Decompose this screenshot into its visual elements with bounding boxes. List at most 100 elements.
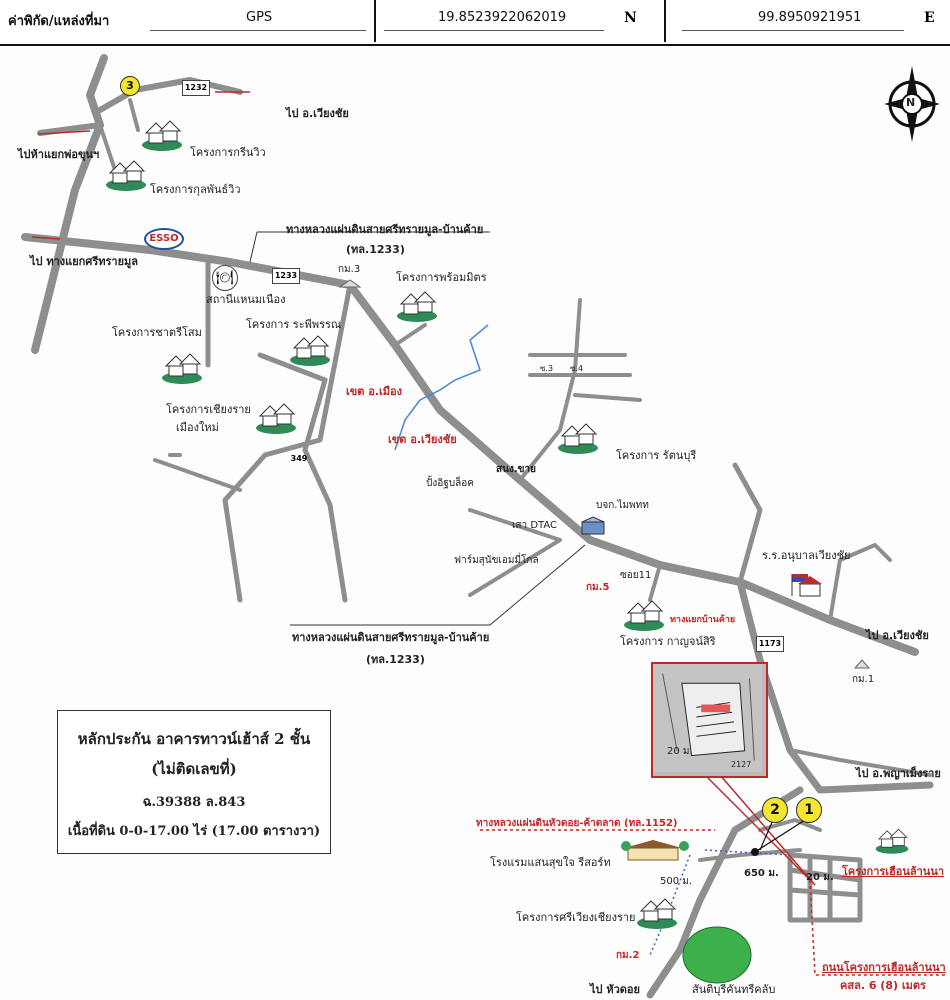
road-kulphan: [98, 123, 117, 172]
arrow-to-si-sai-mun: [31, 236, 61, 240]
esso-logo: ESSO: [144, 228, 184, 250]
road-top-left-vertical: [31, 54, 108, 354]
marker-1: 1: [796, 797, 822, 823]
place-hotel: โรงแรมแสนสุขใจ รีสอร์ท: [490, 856, 611, 869]
place-kulphan-view: โครงการกุลพันธ์วิว: [150, 183, 241, 196]
boundary-mueang: เขต อ.เมือง: [346, 385, 403, 398]
collateral-title: หลักประกัน อาคารทาวน์เฮ้าส์ 2 ชั้น: [77, 730, 311, 748]
factory-icon: [580, 516, 610, 536]
place-km3: กม.3: [338, 264, 361, 275]
school-icon: [790, 570, 822, 598]
marker-1-leader: [754, 819, 806, 853]
road-soi11: [648, 563, 662, 602]
road-hospital: [732, 462, 763, 585]
road-main-top-code: (ทล.1233): [346, 243, 405, 256]
golf-course: [682, 926, 752, 984]
place-ban-khai-junction: ทางแยกบ้านค้าย: [670, 615, 736, 625]
place-phrom-mit: โครงการพร้อมมิตร: [396, 271, 487, 284]
direction-phaya-mengrai: ไป อ.พญาเม็งราย: [856, 767, 941, 780]
road-lane-width: คสล. 6 (8) เมตร: [840, 979, 926, 992]
source-value: GPS: [246, 10, 273, 25]
place-km2: กม.2: [616, 950, 640, 961]
longitude-value: 99.8950921951: [758, 10, 862, 25]
north-compass: N: [882, 62, 942, 142]
bottom-label-leader: [290, 544, 586, 626]
road-heuan: [758, 818, 822, 832]
road-hwy-1152-label: ทางหลวงแผ่นดินหัวดอย-ค้าตลาด (ทล.1152): [476, 818, 678, 829]
latitude-cell: 19.8523922062019 N: [374, 0, 666, 42]
direction-ha-yaek: ไปห้าแยกพ่อขุนฯ: [18, 148, 100, 161]
place-hospital: ร.ร.อนุบาลเวียงชัย: [762, 549, 851, 562]
compass-letter: N: [906, 96, 916, 109]
place-green-view: โครงการกรีนวิว: [190, 146, 266, 159]
distance-650-line: [704, 849, 791, 856]
road-349: [222, 282, 353, 603]
house-icon: [556, 418, 600, 454]
inset-pointer-1: [704, 774, 811, 881]
place-golf: สันติบุรีคันทรีคลับ: [692, 983, 776, 996]
road-side-a: [153, 458, 242, 492]
distance-20: 20 ม.: [806, 872, 834, 883]
direction-hua-doi: ไป หัวดอย: [590, 983, 640, 996]
place-chiang-rai-mai-2: เมืองใหม่: [176, 421, 219, 434]
place-km1: กม.1: [852, 674, 875, 685]
inset-pointer-2: [719, 774, 816, 886]
place-heuan-lanna: โครงการเฮือนล้านนา: [842, 865, 945, 878]
place-ra-phi-phan: โครงการ ระพีพรรณ: [246, 318, 342, 331]
collateral-area: เนื้อที่ดิน 0-0-17.00 ไร่ (17.00 ตารางวา…: [67, 824, 321, 839]
house-icon: [140, 115, 184, 151]
shield-349: 349: [290, 454, 308, 463]
road-rattanaburi: [518, 298, 582, 482]
shield-1173: 1173: [756, 636, 784, 652]
house-icon: [254, 398, 298, 434]
place-rattanaburi: โครงการ รัตนบุรี: [616, 449, 697, 462]
label-sor-4: ซ.4: [570, 364, 584, 373]
house-icon: [288, 330, 332, 366]
top-label-leader: [249, 231, 490, 263]
place-km5: กม.5: [586, 582, 610, 593]
road-greenview: [128, 98, 140, 132]
label-sor-3: ซ.3: [540, 364, 554, 373]
arrow-to-ha-yaek: [37, 130, 91, 135]
road-farm: [468, 508, 562, 597]
header-label: ค่าพิกัด/แหล่งที่มา: [8, 14, 110, 29]
collateral-subtitle: (ไม่ติดเลขที่): [151, 760, 237, 778]
place-police: สนง.ขาย: [496, 464, 536, 475]
road-phaya: [788, 748, 932, 777]
km1-marker: [853, 659, 871, 669]
marker-2: 2: [762, 797, 788, 823]
house-icon: [622, 595, 666, 631]
shield-1233: 1233: [272, 268, 300, 284]
marker-2-leader: [759, 819, 774, 851]
road-lane-label: ถนนโครงการเฮือนล้านนา: [822, 961, 946, 974]
road-main-bottom-label: ทางหลวงแผ่นดินสายศรีทรายมูล-บ้านค้าย: [292, 631, 490, 644]
river: [394, 324, 489, 451]
road-main-top-label: ทางหลวงแผ่นดินสายศรีทรายมูล-บ้านค้าย: [286, 223, 484, 236]
latitude-dir: N: [624, 10, 637, 26]
place-farm: ฟาร์มสุนัขเอมมี่โกล: [454, 555, 539, 566]
road-main-bottom-code: (ทล.1233): [366, 653, 425, 666]
underline: [682, 30, 904, 31]
distance-650: 650 ม.: [744, 868, 779, 879]
underline: [150, 30, 366, 31]
road-sor-branch: [573, 393, 642, 402]
place-dtac: เสา DTAC: [512, 520, 557, 531]
direction-si-sai-mun: ไป ทางแยกศรีทรายมูล: [30, 255, 139, 268]
distance-500: 500 ม.: [660, 876, 693, 887]
road-raphiphan: [257, 352, 348, 603]
distance-500-line: [649, 854, 691, 956]
source-cell: ค่าพิกัด/แหล่งที่มา GPS: [0, 0, 376, 42]
house-icon: [160, 348, 204, 384]
marker-3: 3: [120, 76, 140, 96]
house-icon: [635, 893, 679, 929]
restaurant-icon: 🍽: [212, 265, 238, 291]
place-pumping-station: สถานีแหนมเนือง: [206, 293, 286, 306]
inset-lot: 2127: [731, 760, 752, 769]
place-chat-si-som: โครงการชาตรีโสม: [112, 326, 202, 339]
shield-1232: 1232: [182, 80, 210, 96]
house-icon: [104, 155, 148, 191]
road-school: [828, 543, 892, 622]
project-roads: [787, 852, 863, 923]
place-block-plant: ปั้งอิฐบล็อค: [426, 478, 474, 489]
